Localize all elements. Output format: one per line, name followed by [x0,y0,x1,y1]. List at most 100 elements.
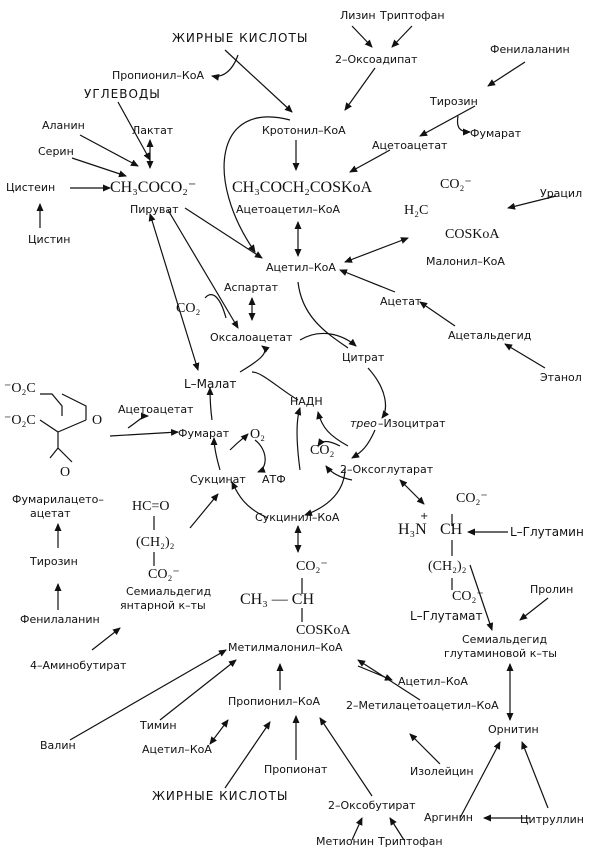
label-cystine: Цистин [28,233,71,246]
arrow-tyr-acetoacetate [419,105,476,137]
arrow-fatty-propionyl [211,54,239,81]
arrow-lysine-oxoadipate [351,25,373,48]
arrow-semialdehyde-succinate [189,493,219,529]
arrow-nadh-left [251,371,299,401]
label-fatty-acids-top: ЖИРНЫЕ КИСЛОТЫ [172,31,309,45]
label-acetate: Ацетат [380,295,422,308]
label-glu-ch: CH [440,521,463,538]
arrow-fumarylaceto-fumarate [109,428,179,437]
label-acetoacetate-top: Ацетоацетат [372,139,448,152]
label-semialdehyde-succ-1: Семиальдегид [126,585,212,598]
arrow-acetylcoa-malonyl [344,237,409,263]
arrow-acetylcoa-citrate [297,281,349,349]
fumarylaceto-ring [39,393,87,463]
arrow-tyr-fumarate [456,115,471,136]
label-methylacetoacetyl: 2–Метилацетоацетил–КоА [346,699,499,712]
arrow-carbs-pyruvate [117,101,151,161]
label-semialdehyde-succ-2: янтарной к–ты [120,599,206,612]
arrow-acetoacetate-acetoacetyl [349,149,391,173]
label-lysine: Лизин [340,9,376,22]
arrow-succinate-fumarate [210,437,221,471]
arrow-phe-tyr [487,61,526,87]
label-fma-o2c: ⁻O₂C [4,381,36,396]
label-tyrosine-top: Тирозин [430,95,478,108]
label-pyruvate: Пируват [130,203,179,216]
arrow-acetate-acetylcoa [339,269,396,293]
label-glu-co2: CO₂⁻ [456,491,488,506]
label-fumarate-top: Фумарат [470,127,522,140]
label-acetyl-coa: Ацетил–КоА [266,261,336,274]
label-glu-h3n: H₃N [398,521,427,538]
label-propionate: Пропионат [264,763,328,776]
label-acetoacetate-left: Ацетоацетат [118,403,194,416]
arrow-co2-oxaloacetate [204,294,227,319]
label-malonyl-co2: CO₂⁻ [440,177,472,192]
arrow-oxoglutarate-succinylcoa [304,467,346,516]
arrow-ethanol-acetaldehyde [504,343,546,369]
arrow-glutamate-semialdehyde [469,564,494,631]
label-fumarylacetoacetate-1: Фумарилацето– [12,493,104,506]
arrow-acetaldehyde-acetate [419,301,456,327]
label-acetoacetyl-coa: Ацетоацетил–КоА [236,203,341,216]
label-phenylalanine-top: Фенилаланин [490,43,570,56]
label-carbohydrates: УГЛЕВОДЫ [84,87,161,101]
label-cos-koa: COSKoA [296,623,351,638]
arrow-aminobutyrate-semialdehyde [91,627,121,651]
label-oxoadipate: 2–Оксоадипат [335,53,418,66]
arrow-o2-atp [254,439,266,473]
label-ch3-ch: CH₃ — CH [240,591,315,608]
label-thymine: Тимин [140,719,177,732]
arrow-malate-oxaloacetate [239,345,270,373]
label-uracil: Урацил [540,187,583,200]
label-phenylalanine-left: Фенилаланин [20,613,100,626]
label-fma-o-top: O [92,413,103,428]
label-propionyl-coa-top: Пропионил–КоА [112,69,204,82]
label-citrulline: Цитруллин [520,813,584,826]
arrow-trp-oxoadipate [391,25,413,48]
arrow-isoleucine-methylaceto [409,733,441,765]
arrow-nadh-up [294,407,302,471]
label-proline: Пролин [530,583,574,596]
arrow-fumarylaceto-acetoacetate [127,412,149,429]
arrow-acetylcoa-propionyl [209,719,229,745]
label-hc-o: HC=O [132,499,170,514]
arrow-succinylcoa-succinate [231,481,269,519]
label-l-glutamine: L–Глутамин [510,525,584,539]
arrow-valine-methylmalonyl [69,649,227,741]
arrow-pyruvate-malate [148,213,200,371]
arrow-oxobutyrate-propionyl [319,717,373,797]
label-tyrosine-left: Тирозин [30,555,78,568]
arrow-trp-oxobutyrate [389,817,405,841]
label-fumarylacetoacetate-2: ацетат [30,507,71,520]
label-fma-o-bottom: O [60,465,71,480]
label-alanine: Аланин [42,119,85,132]
label-ornithine: Орнитин [488,723,539,736]
label-crotonyl-coa: Кротонил–КоА [262,124,346,137]
label-tryptophan-bottom: Триптофан [378,835,443,848]
arrow-fumarate-malate [206,387,214,421]
label-methylmalonyl-coa: Метилмалонил–КоА [228,641,343,654]
label-arginine: Аргинин [424,811,473,824]
label-acetyl-coa-bottom: Ацетил–КоА [142,743,212,756]
arrow-fatty-crotonyl [224,49,293,113]
label-glu-plus: + [420,511,429,522]
label-fma-o2c2: ⁻O₂C [4,413,36,428]
arrow-methylmalonyl-acetylcoa [357,665,393,681]
label-aspartate: Аспартат [224,281,279,294]
arrow-nadh-right [316,411,349,447]
arrow-isocitrate-oxoglutarate [351,429,376,459]
label-o2: O₂ [250,427,265,442]
label-tryptophan-top: Триптофан [380,9,445,22]
arrow-o2-fumarate [229,433,249,451]
label-co2-cycle: CO₂ [310,443,335,458]
label-methionine: Метионин [316,835,375,848]
label-pyruvate-formula: CH₃COCO₂⁻ [110,179,197,196]
label-isoleucine: Изолейцин [410,765,474,778]
label-nadh: НАДН [290,395,323,408]
label-valine: Валин [40,739,76,752]
arrow-arginine-ornithine [459,741,501,819]
label-acetoacetyl-formula: CH₃COCH₂COSKoA [232,179,373,196]
label-citrate: Цитрат [342,351,385,364]
label-l-malate: L–Малат [184,377,237,391]
